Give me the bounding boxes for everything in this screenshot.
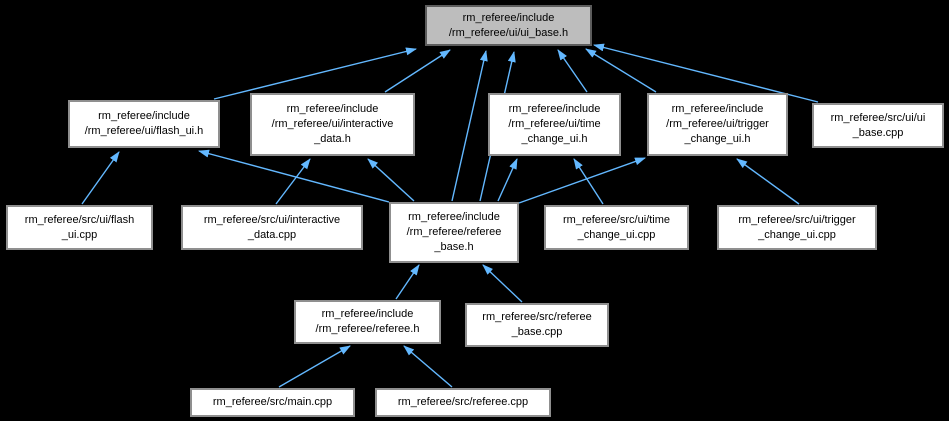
node-label-line: rm_referee/include [286,103,379,115]
node-label-line: /rm_referee/ui/flash_ui.h [84,125,204,137]
node-time-change-ui-h[interactable]: rm_referee/include /rm_referee/ui/time _… [488,93,621,156]
node-label-line: _base.h [434,241,474,253]
edge-referee-base-h-to-ui-base-h [451,50,488,202]
edge-main-cpp-to-referee-h [278,345,351,388]
edge-referee-base-h-to-trigger-change-ui-h [518,157,646,204]
node-label-line: _change_ui.h [521,133,588,145]
edge-interactive-data-h-to-ui-base-h [384,49,451,93]
node-label-line: _base.cpp [852,126,904,139]
node-label-line: /rm_referee/referee.h [315,323,420,335]
node-ui-base-h[interactable]: rm_referee/include /rm_referee/ui/ui_bas… [425,5,592,46]
node-trigger-change-ui-h[interactable]: rm_referee/include /rm_referee/ui/trigge… [647,93,788,156]
node-label-line: /rm_referee/ui/interactive [271,118,394,130]
node-time-change-ui-cpp[interactable]: rm_referee/src/ui/time _change_ui.cpp [544,205,689,250]
node-label-line: _base.cpp [511,326,563,338]
node-label-line: /rm_referee/ui/ui_base.h [448,26,569,39]
edge-referee-cpp-to-referee-h [403,345,453,388]
node-interactive-data-cpp[interactable]: rm_referee/src/ui/interactive _data.cpp [181,205,363,250]
node-label-line: rm_referee/src/ui/ui [830,111,926,124]
node-label-line: rm_referee/include [321,308,414,320]
node-trigger-change-ui-cpp[interactable]: rm_referee/src/ui/trigger _change_ui.cpp [717,205,877,250]
node-ui-base-cpp[interactable]: rm_referee/src/ui/ui _base.cpp [812,103,944,148]
node-label-line: rm_referee/src/ui/trigger [738,213,856,226]
node-flash-ui-cpp[interactable]: rm_referee/src/ui/flash _ui.cpp [6,205,153,250]
node-interactive-data-h[interactable]: rm_referee/include /rm_referee/ui/intera… [250,93,415,156]
node-label-line: rm_referee/include [408,211,500,223]
node-label-line: rm_referee/src/ui/flash [24,213,135,226]
node-label-line: rm_referee/src/referee.cpp [397,396,529,408]
node-flash-ui-h[interactable]: rm_referee/include /rm_referee/ui/flash_… [68,100,220,148]
edge-interactive-data-cpp-to-interactive-data-h [275,158,311,205]
edge-time-change-ui-cpp-to-time-change-ui-h [573,158,604,205]
node-label-line: rm_referee/src/ui/time [563,213,670,226]
node-label-line: rm_referee/src/main.cpp [212,396,333,408]
node-referee-cpp[interactable]: rm_referee/src/referee.cpp [375,388,551,417]
node-label-line: /rm_referee/referee [406,226,502,238]
node-label-line: rm_referee/include [98,110,190,122]
node-main-cpp[interactable]: rm_referee/src/main.cpp [190,388,355,417]
edge-trigger-change-ui-cpp-to-trigger-change-ui-h [736,158,800,205]
edge-flash-ui-cpp-to-flash-ui-h [81,151,120,205]
edge-referee-base-h-to-flash-ui-h [198,149,390,203]
node-label-line: /rm_referee/ui/time [508,118,601,130]
edge-time-change-ui-h-to-ui-base-h [557,49,588,93]
node-label-line: rm_referee/include [671,103,764,115]
node-label-line: _data.cpp [247,228,297,241]
node-label-line: _change_ui.h [684,133,751,145]
node-label-line: _data.h [314,133,351,145]
edge-flash-ui-h-to-ui-base-h [213,47,417,100]
node-label-line: rm_referee/src/referee [482,311,592,323]
node-label-line: rm_referee/include [462,11,555,24]
edge-trigger-change-ui-h-to-ui-base-h [585,48,657,93]
node-label-line: _change_ui.cpp [758,228,836,241]
edge-referee-base-cpp-to-referee-base-h [482,264,523,303]
node-label-line: /rm_referee/ui/trigger [666,118,769,130]
node-label-line: rm_referee/include [508,103,601,115]
node-label-line: _ui.cpp [61,228,98,241]
edge-referee-h-to-referee-base-h [395,264,420,300]
node-label-line: rm_referee/src/ui/interactive [203,213,341,226]
edge-referee-base-h-to-time-change-ui-h [497,158,518,202]
node-referee-h[interactable]: rm_referee/include /rm_referee/referee.h [294,300,441,344]
node-referee-base-h[interactable]: rm_referee/include /rm_referee/referee _… [389,202,519,263]
node-referee-base-cpp[interactable]: rm_referee/src/referee _base.cpp [465,303,609,347]
edge-referee-base-h-to-interactive-data-h [367,158,415,202]
node-label-line: _change_ui.cpp [577,228,656,241]
edge-ui-base-cpp-to-ui-base-h [593,43,819,103]
